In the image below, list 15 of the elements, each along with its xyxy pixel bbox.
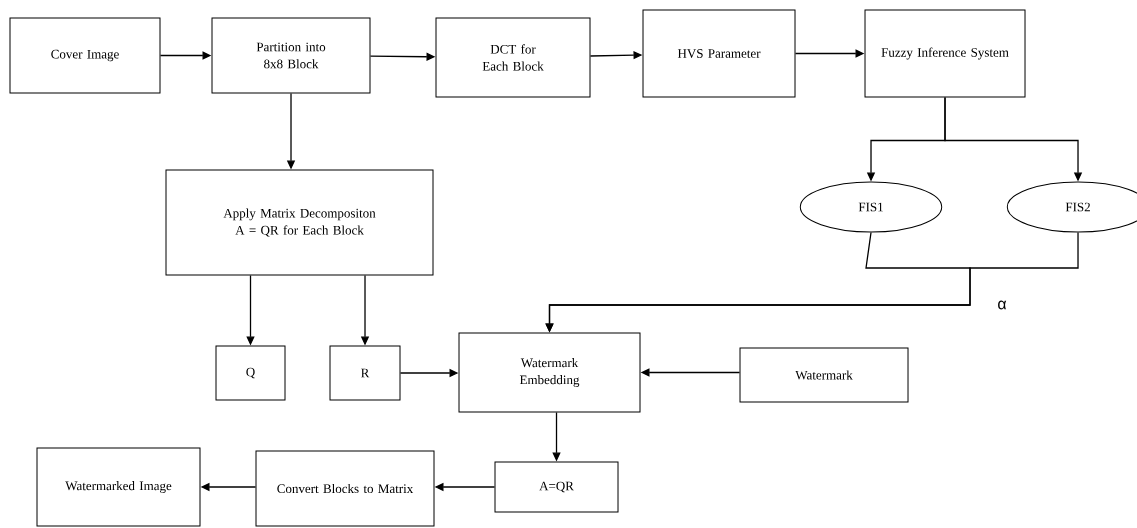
process-box: A=QR: [494, 461, 619, 513]
process-box: Apply Matrix Decompositon A = QR for Each Block: [165, 169, 434, 276]
process-box: Watermark Embedding: [458, 332, 641, 413]
process-box: Convert Blocks to Matrix: [255, 450, 435, 527]
process-box: Cover Image: [9, 17, 161, 94]
process-box: HVS Parameter: [642, 9, 796, 98]
process-box: Fuzzy Inference System: [864, 9, 1026, 98]
process-box: DCT for Each Block: [435, 17, 591, 98]
process-box: Watermark: [739, 347, 909, 403]
process-box: Q: [215, 345, 286, 401]
ellipse-node: FIS1: [799, 181, 943, 233]
process-box: Partition into 8x8 Block: [211, 17, 371, 94]
process-box: R: [329, 345, 401, 401]
symbol-label: α: [998, 300, 1007, 310]
process-box: Watermarked Image: [36, 447, 201, 527]
